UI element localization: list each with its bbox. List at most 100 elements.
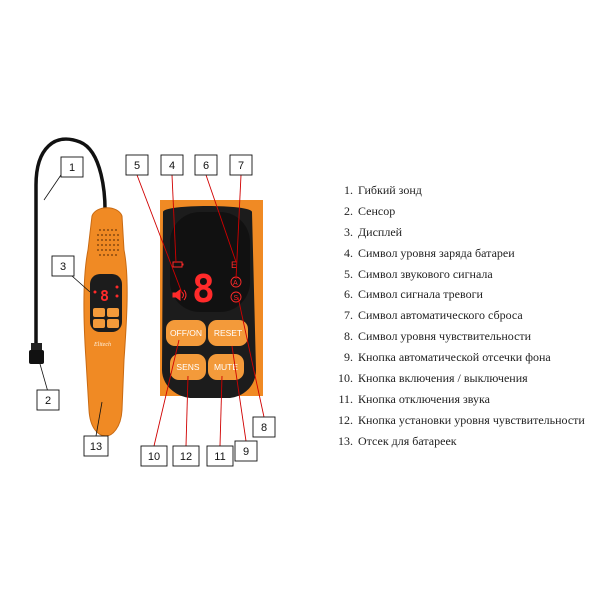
small-display-dot — [115, 294, 119, 298]
callout-3: 3 — [51, 255, 75, 277]
legend-item: 11. Кнопка отключения звука — [331, 389, 585, 410]
legend-item-label: Кнопка включения / выключения — [358, 371, 528, 386]
legend-item: 9. Кнопка автоматической отсечки фона — [331, 347, 585, 368]
legend-item-label: Кнопка автоматической отсечки фона — [358, 350, 551, 365]
legend-item: 6. Символ сигнала тревоги — [331, 284, 585, 305]
flexible-probe — [34, 137, 107, 345]
small-display-digit: 8 — [100, 287, 109, 305]
legend-item-label: Символ звукового сигнала — [358, 266, 493, 281]
mute-button[interactable]: MUTE — [208, 354, 244, 380]
legend-item-number: 1. — [344, 183, 353, 197]
callout-line-3 — [71, 275, 91, 293]
callout-line-13 — [95, 401, 103, 437]
small-button[interactable] — [107, 319, 119, 328]
legend-item-number: 8. — [344, 329, 353, 344]
legend-item: 7. Символ автоматического сброса — [331, 305, 585, 326]
legend-item: 3. Дисплей — [331, 222, 585, 243]
legend-item-label: Сенсор — [358, 203, 396, 218]
svg-text:5: 5 — [134, 160, 140, 172]
svg-text:OFF/ON: OFF/ON — [170, 328, 202, 338]
callout-4: 4 — [160, 154, 184, 176]
leak-detector-diagram: 8 Elitech 1 2 3 13 8 E A — [29, 137, 276, 467]
sound-symbol — [172, 289, 187, 301]
legend-item-label: Кнопка отключения звука — [358, 391, 490, 406]
small-button[interactable] — [107, 308, 119, 317]
speaker-grille — [97, 229, 119, 256]
legend-item-number: 5. — [344, 266, 353, 281]
small-display-dot — [115, 285, 119, 289]
callout-8: 8 — [252, 416, 276, 438]
svg-text:9: 9 — [243, 446, 249, 458]
legend-list: 1. Гибкий зонд 2. Сенсор 3. Дисплей 4. Символ у… — [331, 180, 585, 452]
callout-line-2 — [39, 363, 49, 393]
svg-text:4: 4 — [169, 160, 175, 172]
legend-item-number: 3. — [344, 224, 353, 239]
brand-logo: Elitech — [93, 342, 111, 348]
legend-item-label: Дисплей — [358, 224, 403, 239]
callout-2: 2 — [36, 389, 60, 411]
svg-text:10: 10 — [148, 451, 160, 463]
callout-9: 9 — [234, 440, 258, 462]
svg-text:6: 6 — [203, 160, 209, 172]
legend-item-number: 2. — [344, 203, 353, 218]
battery-symbol-tip — [182, 263, 184, 266]
legend-item-number: 4. — [344, 245, 353, 260]
svg-text:1: 1 — [69, 162, 75, 174]
legend-item-label: Гибкий зонд — [358, 183, 422, 197]
auto-reset-symbol: A — [233, 280, 238, 287]
callout-10: 10 — [140, 445, 168, 467]
callout-12: 12 — [172, 445, 200, 467]
legend-item: 13. Отсек для батареек — [331, 431, 585, 452]
small-display-dot — [93, 290, 97, 294]
sensitivity-symbol-ring — [230, 291, 242, 303]
legend-item-number: 6. — [344, 287, 353, 302]
svg-text:MUTE: MUTE — [214, 362, 238, 372]
legend-item: 4. Символ уровня заряда батареи — [331, 243, 585, 264]
legend-item-label: Символ сигнала тревоги — [358, 287, 483, 302]
legend-item: 5. Символ звукового сигнала — [331, 264, 585, 285]
svg-text:SENS: SENS — [176, 362, 199, 372]
legend-item-label: Символ уровня заряда батареи — [358, 245, 515, 260]
sensor-tip-end — [29, 350, 44, 364]
legend-item-label: Символ уровня чувствительности — [358, 329, 532, 344]
legend-item-number: 7. — [344, 308, 353, 323]
zoomed-display — [170, 212, 250, 312]
alarm-symbol: E — [231, 260, 237, 270]
legend-item-number: 9. — [344, 350, 353, 365]
sensitivity-symbol: S — [234, 295, 239, 302]
svg-text:7: 7 — [238, 160, 244, 172]
small-display-panel — [90, 274, 122, 332]
callout-6: 6 — [194, 154, 218, 176]
legend-item: 1. Гибкий зонд — [331, 180, 585, 201]
legend-item-label: Отсек для батареек — [358, 433, 457, 448]
legend-item-number: 10. — [338, 371, 353, 386]
zoomed-display-digit: 8 — [192, 267, 215, 311]
small-button[interactable] — [93, 308, 105, 317]
callout-5: 5 — [125, 154, 149, 176]
svg-text:11: 11 — [214, 451, 225, 463]
svg-text:12: 12 — [180, 451, 192, 463]
small-button[interactable] — [93, 319, 105, 328]
legend-item-number: 12. — [338, 412, 353, 427]
legend-item-label: Символ автоматического сброса — [358, 308, 523, 323]
sensor-tip — [31, 343, 42, 351]
callout-lines-red — [136, 174, 265, 447]
legend-item-number: 13. — [338, 433, 353, 448]
sens-button[interactable]: SENS — [170, 354, 206, 380]
legend-item: 8. Символ уровня чувствительности — [331, 326, 585, 347]
legend-item-label: Кнопка установки уровня чувствительности — [358, 412, 585, 427]
callout-13: 13 — [83, 435, 109, 457]
svg-text:2: 2 — [45, 395, 51, 407]
svg-text:RESET: RESET — [214, 328, 242, 338]
off-on-button[interactable]: OFF/ON — [166, 320, 206, 346]
svg-text:8: 8 — [261, 422, 267, 434]
callout-7: 7 — [229, 154, 253, 176]
callout-11: 11 — [206, 445, 234, 467]
legend-item-number: 11. — [338, 391, 353, 406]
svg-text:13: 13 — [90, 441, 102, 453]
reset-button[interactable]: RESET — [208, 320, 248, 346]
svg-text:3: 3 — [60, 261, 66, 273]
legend-item: 10. Кнопка включения / выключения — [331, 368, 585, 389]
legend-item: 12. Кнопка установки уровня чувствительно… — [331, 410, 585, 431]
legend-item: 2. Сенсор — [331, 201, 585, 222]
